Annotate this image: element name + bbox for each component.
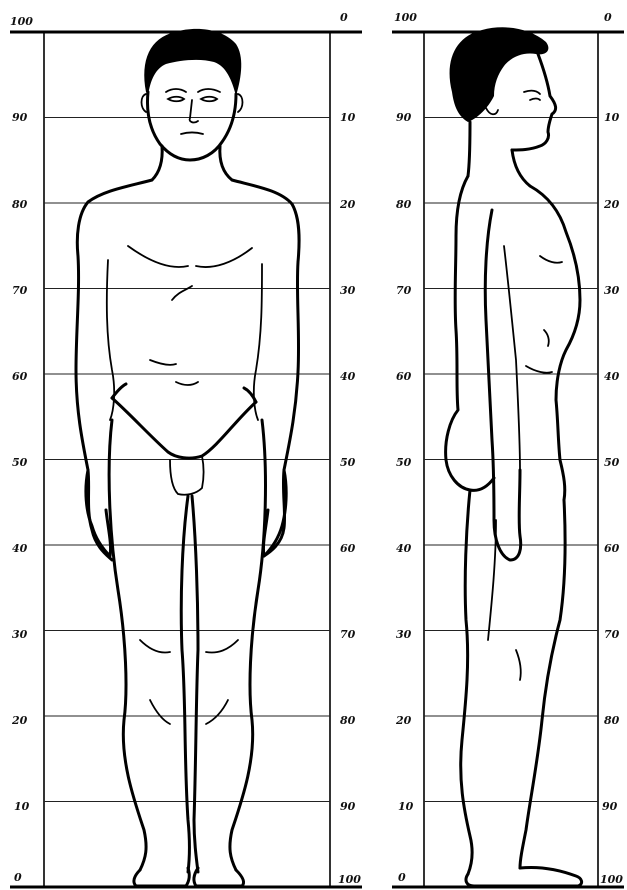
front-left-tick-80: 80 [12,199,27,211]
front-left-tick-70: 70 [12,285,27,297]
side-left-tick-30: 30 [396,629,411,641]
side-right-tick-0: 0 [604,12,612,24]
front-left-tick-30: 30 [12,629,27,641]
side-right-tick-20: 20 [604,199,619,211]
side-foot [466,867,582,886]
front-left-tick-90: 90 [12,112,27,124]
side-right-tick-70: 70 [604,629,619,641]
front-right-tick-30: 30 [340,285,355,297]
front-legs [109,420,146,870]
front-right-tick-100: 100 [338,874,361,886]
side-right-tick-100: 100 [600,874,623,886]
side-right-tick-90: 90 [602,801,617,813]
side-hair [450,27,549,122]
front-left-tick-100: 100 [10,16,33,28]
front-left-tick-0: 0 [14,872,22,884]
front-left-tick-10: 10 [14,801,29,813]
side-right-tick-30: 30 [604,285,619,297]
front-view-figure [76,29,299,886]
side-legs [461,490,472,874]
front-feet [134,868,189,886]
front-left-tick-50: 50 [12,457,27,469]
side-left-tick-70: 70 [396,285,411,297]
front-right-tick-60: 60 [340,543,355,555]
side-left-tick-60: 60 [396,371,411,383]
front-right-tick-40: 40 [340,371,355,383]
side-front [530,186,580,500]
front-right-tick-80: 80 [340,715,355,727]
side-panel-grid [392,32,624,887]
side-left-tick-90: 90 [396,112,411,124]
front-right-tick-20: 20 [340,199,355,211]
side-left-tick-10: 10 [398,801,413,813]
front-briefs [112,398,256,458]
side-left-tick-40: 40 [396,543,411,555]
side-left-tick-20: 20 [396,715,411,727]
side-right-tick-80: 80 [604,715,619,727]
side-left-tick-80: 80 [396,199,411,211]
front-left-tick-60: 60 [12,371,27,383]
front-left-tick-40: 40 [12,543,27,555]
front-left-tick-20: 20 [12,715,27,727]
side-left-tick-0: 0 [398,872,406,884]
side-right-tick-60: 60 [604,543,619,555]
front-right-tick-70: 70 [340,629,355,641]
front-right-tick-10: 10 [340,112,355,124]
side-left-tick-50: 50 [396,457,411,469]
front-right-tick-90: 90 [340,801,355,813]
front-right-tick-0: 0 [340,12,348,24]
side-right-tick-10: 10 [604,112,619,124]
side-right-tick-50: 50 [604,457,619,469]
front-hair [144,29,241,96]
side-head [512,54,556,150]
side-view-figure [446,27,582,886]
side-right-tick-40: 40 [604,371,619,383]
front-right-tick-50: 50 [340,457,355,469]
side-left-tick-100: 100 [394,12,417,24]
side-arm [485,210,520,560]
